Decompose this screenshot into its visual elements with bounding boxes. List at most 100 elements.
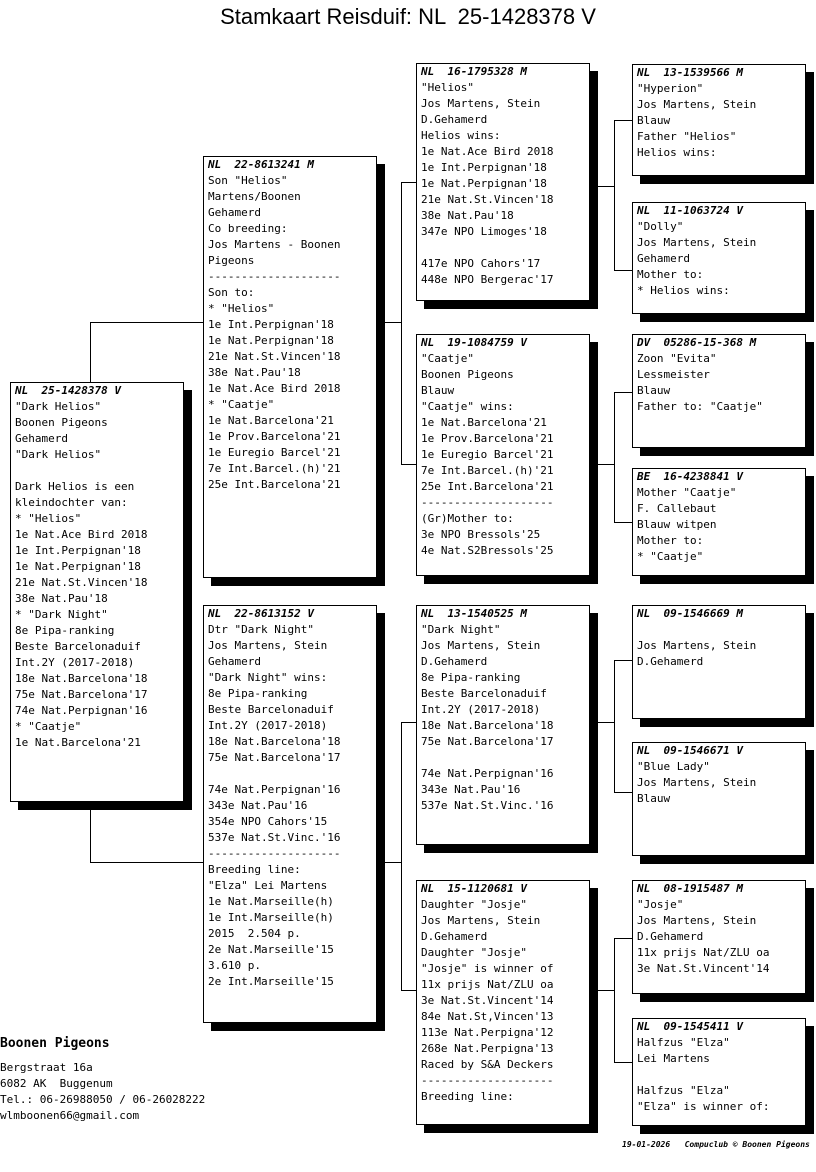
pigeon-card-mmm: NL 09-1545411 V Halfzus "Elza" Lei Martens…: [632, 1018, 806, 1126]
card-line: 1e Nat.Perpignan'18: [208, 334, 334, 347]
ring-number: NL 22-8613241 M: [208, 158, 314, 171]
card-line: 8e Pipa-ranking: [15, 624, 115, 637]
card-line: "Caatje": [421, 352, 474, 365]
card-line: 1e Int.Perpignan'18: [208, 318, 334, 331]
card-line: [637, 622, 805, 638]
card-line: Jos Martens, Stein: [637, 639, 757, 652]
card-line: D.Gehamerd: [637, 655, 704, 668]
card-line: Int.2Y (2017-2018): [15, 656, 135, 669]
pigeon-card-mother: NL 22-8613152 V Dtr "Dark Night" Jos Marte…: [203, 605, 377, 1023]
card-line: 8e Pipa-ranking: [421, 671, 521, 684]
card-line: * "Helios": [15, 512, 82, 525]
card-line: Daughter "Josje": [421, 946, 527, 959]
card-line: D.Gehamerd: [421, 655, 488, 668]
card-line: * "Caatje": [208, 398, 275, 411]
card-line: 1e Nat.Perpignan'18: [421, 177, 547, 190]
card-line: Breeding line:: [208, 863, 301, 876]
card-line: Boonen Pigeons: [421, 368, 514, 381]
ring-number: NL 08-1915487 M: [637, 882, 743, 895]
card-line: "Josje": [637, 898, 684, 911]
card-line: "Helios": [421, 81, 474, 94]
card-line: 75e Nat.Barcelona'17: [421, 735, 554, 748]
card-line: [15, 463, 183, 479]
card-line: Jos Martens, Stein: [637, 236, 757, 249]
card-line: [421, 750, 589, 766]
card-line: 18e Nat.Barcelona'18: [421, 719, 554, 732]
card-line: "Dark Helios": [15, 448, 102, 461]
card-line: Int.2Y (2017-2018): [208, 719, 328, 732]
card-line: D.Gehamerd: [421, 930, 488, 943]
card-line: 1e Euregio Barcel'21: [208, 446, 341, 459]
card-line: [208, 766, 376, 782]
card-line: [637, 1067, 805, 1083]
card-line: Dtr "Dark Night": [208, 623, 314, 636]
card-line: 537e Nat.St.Vinc.'16: [208, 831, 341, 844]
card-line: Blauw: [637, 114, 671, 127]
card-line: 347e NPO Limoges'18: [421, 225, 547, 238]
pigeon-card-subject: NL 25-1428378 V "Dark Helios" Boonen Pigeo…: [10, 382, 184, 802]
card-line: 1e Nat.Perpignan'18: [15, 560, 141, 573]
card-line: 1e Prov.Barcelona'21: [208, 430, 341, 443]
card-line: * "Helios": [208, 302, 275, 315]
card-line: 38e Nat.Pau'18: [421, 209, 514, 222]
card-line: Father to: "Caatje": [637, 400, 763, 413]
card-line: Jos Martens, Stein: [208, 639, 328, 652]
ring-number: BE 16-4238841 V: [637, 470, 743, 483]
card-line: 1e Nat.Barcelona'21: [421, 416, 547, 429]
card-line: 1e Nat.Marseille(h): [208, 895, 334, 908]
ring-number: NL 13-1539566 M: [637, 66, 743, 79]
card-line: "Blue Lady": [637, 760, 710, 773]
card-line: 2e Int.Marseille'15: [208, 975, 334, 988]
card-line: Gehamerd: [15, 432, 68, 445]
ring-number: NL 09-1545411 V: [637, 1020, 743, 1033]
card-line: Father "Helios": [637, 130, 737, 143]
card-line: Gehamerd: [637, 252, 690, 265]
card-line: * "Dark Night": [15, 608, 108, 621]
card-line: D.Gehamerd: [421, 113, 488, 126]
card-line: Halfzus "Elza": [637, 1084, 730, 1097]
card-line: * Helios wins:: [637, 284, 730, 297]
card-line: Boonen Pigeons: [15, 416, 108, 429]
card-line: Daughter "Josje": [421, 898, 527, 911]
card-line: 1e Int.Perpignan'18: [15, 544, 141, 557]
card-line: Gehamerd: [208, 655, 261, 668]
pigeon-card-mmf: NL 08-1915487 M"Josje"Jos Martens, Stein…: [632, 880, 806, 994]
card-line: "Caatje" wins:: [421, 400, 514, 413]
ring-number: NL 11-1063724 V: [637, 204, 743, 217]
breeder-email: wlmboonen66@gmail.com: [0, 1109, 140, 1122]
card-line: [421, 240, 589, 256]
card-line: 21e Nat.St.Vincen'18: [15, 576, 148, 589]
ring-number: NL 22-8613152 V: [208, 607, 314, 620]
card-line: --------------------: [421, 1074, 554, 1087]
pigeon-card-ffm: NL 11-1063724 V "Dolly" Jos Martens, Stein…: [632, 202, 806, 314]
card-line: Helios wins:: [637, 146, 717, 159]
card-line: 21e Nat.St.Vincen'18: [421, 193, 554, 206]
card-line: 1e Euregio Barcel'21: [421, 448, 554, 461]
card-line: Breeding line:: [421, 1090, 514, 1103]
card-line: 1e Int.Marseille(h): [208, 911, 334, 924]
ring-number: NL 13-1540525 M: [421, 607, 527, 620]
card-line: --------------------: [208, 270, 341, 283]
card-line: 8e Pipa-ranking: [208, 687, 308, 700]
card-line: 7e Int.Barcel.(h)'21: [208, 462, 341, 475]
card-line: Dark Helios is een: [15, 480, 135, 493]
card-line: 75e Nat.Barcelona'17: [15, 688, 148, 701]
card-line: Blauw: [637, 792, 671, 805]
card-line: Co breeding:: [208, 222, 288, 235]
card-line: 25e Int.Barcelona'21: [421, 480, 554, 493]
ring-number: NL 25-1428378 V: [15, 384, 121, 397]
card-line: 25e Int.Barcelona'21: [208, 478, 341, 491]
card-line: Lei Martens: [637, 1052, 710, 1065]
card-line: 18e Nat.Barcelona'18: [208, 735, 341, 748]
card-line: "Elza" is winner of:: [637, 1100, 770, 1113]
card-line: Jos Martens, Stein: [637, 776, 757, 789]
card-line: Jos Martens, Stein: [421, 639, 541, 652]
card-line: "Dolly": [637, 220, 684, 233]
card-line: Beste Barcelonaduif: [208, 703, 334, 716]
pigeon-card-mfm: NL 09-1546671 V"Blue Lady"Jos Martens, S…: [632, 742, 806, 856]
footer-credit: 19-01-2026 Compuclub © Boonen Pigeons: [622, 1140, 810, 1149]
card-line: 343e Nat.Pau'16: [421, 783, 521, 796]
pigeon-card-fff: NL 13-1539566 M"Hyperion"Jos Martens, St…: [632, 64, 806, 176]
card-line: * "Caatje": [637, 550, 704, 563]
